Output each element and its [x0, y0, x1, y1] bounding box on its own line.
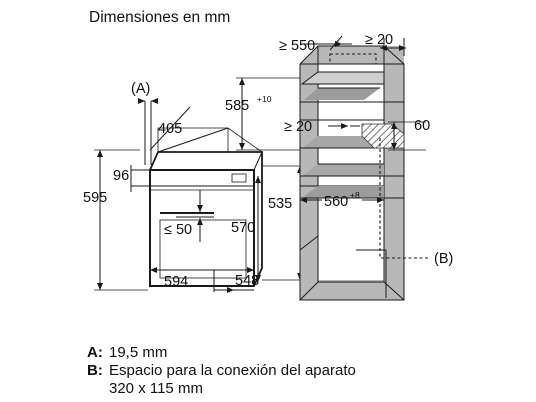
callout-a-label: (A)	[131, 81, 150, 97]
dim-50: ≤ 50	[164, 222, 192, 238]
dim-550: ≥ 550	[279, 38, 315, 54]
dim-20-mid: ≥ 20	[284, 119, 312, 135]
dim-585: 585	[225, 98, 249, 114]
dim-96: 96	[113, 168, 129, 184]
dim-560-tolerance: +8	[350, 190, 360, 200]
dim-594: 594	[164, 274, 188, 290]
dim-548: 548	[235, 273, 259, 289]
cabinet-drawing: ≥ 550 ≥ 20 585 +10 ≥ 20 60 560 +8 (B)	[225, 32, 453, 301]
dim-20-top: ≥ 20	[365, 32, 393, 48]
dim-535: 535	[268, 196, 292, 212]
legend-a-text: 19,5 mm	[109, 344, 167, 361]
dim-570: 570	[231, 220, 255, 236]
legend-a-key: A:	[87, 344, 103, 361]
legend-b-text-line2: 320 x 115 mm	[109, 380, 203, 397]
page-title: Dimensiones en mm	[89, 9, 230, 26]
dim-585-tolerance: +10	[257, 94, 272, 104]
oven-drawing: (A) 405 96 595 ≤ 50 570 535 59	[83, 81, 306, 293]
dim-560: 560	[324, 194, 348, 210]
legend-b-text-line1: Espacio para la conexión del aparato	[109, 362, 356, 379]
dim-595: 595	[83, 190, 107, 206]
legend-b-key: B:	[87, 362, 103, 379]
legend: A: 19,5 mm B: Espacio para la conexión d…	[87, 344, 356, 397]
dim-405: 405	[158, 121, 182, 137]
callout-b-label: (B)	[434, 251, 453, 267]
dim-60: 60	[414, 118, 430, 134]
